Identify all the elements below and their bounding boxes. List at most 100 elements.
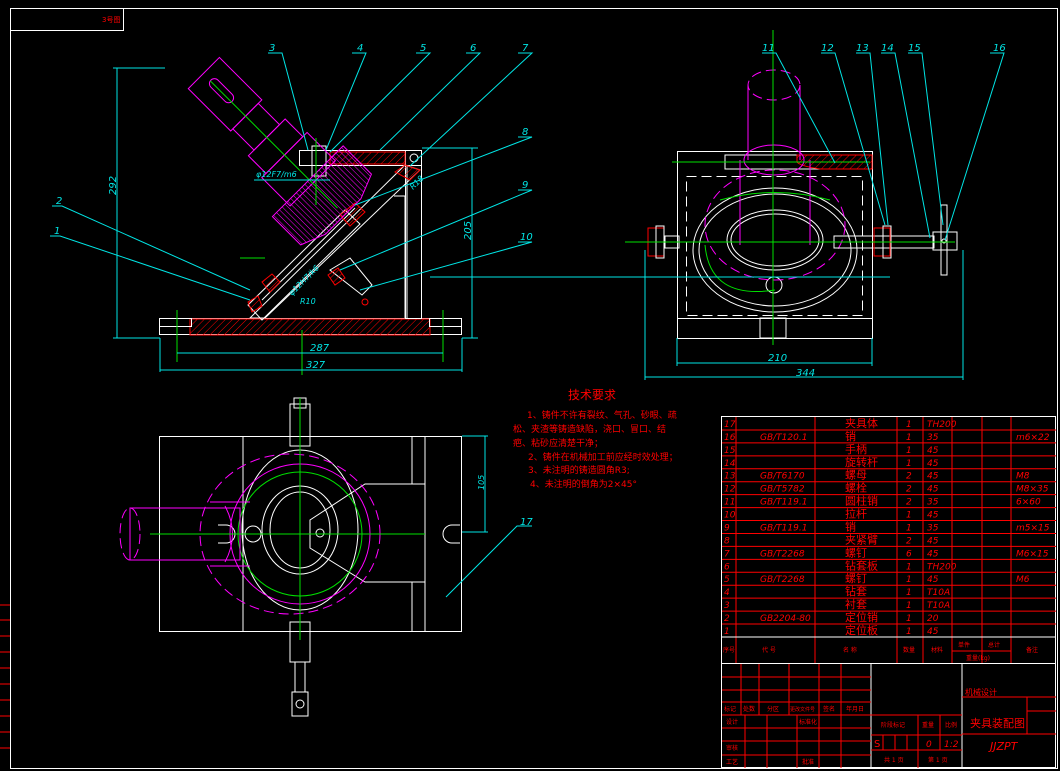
bom-cell-material: 20 [927,614,939,624]
bom-cell-name: 螺母 [845,469,867,482]
bom-cell-name: 螺钉 [845,572,867,585]
bom-cell-code: GB/T2268 [760,549,805,559]
bom-cell-name: 手柄 [845,442,867,456]
bom-cell-no: 10 [724,511,736,521]
total-pages: 共 1 页 [884,756,904,764]
bom-cell-qty: 2 [906,498,912,508]
bom-cell-name: 销 [845,429,856,443]
bom-cell-name: 钻套 [845,584,867,598]
bom-cell-material: T10A [927,588,950,598]
bom-header-total: 总计 [988,641,1000,649]
bom-cell-name: 螺钉 [845,546,867,559]
bom-cell-name: 销 [845,519,856,533]
balloon-16: 16 [993,43,1006,54]
weight-value: 0 [926,740,932,750]
page-number: 第 1 页 [928,756,948,764]
tech-req-line: 1、铸件不许有裂纹、气孔、砂眼、疏 [527,409,677,421]
bom-cell-qty: 1 [906,523,912,533]
bom-cell-name: 螺栓 [845,481,867,495]
label-weight: 重量 [922,721,934,729]
balloon-10: 10 [520,232,533,243]
bom-header-unit: 单件 [958,641,970,649]
side-view-dimensions: 210 344 [644,250,964,380]
label-standardize: 标准化 [799,718,817,726]
rev-header-doc: 更改文件号 [790,706,815,713]
bom-cell-no: 6 [724,562,730,572]
bom-cell-note: M8×35 [1016,485,1049,495]
bom-cell-no: 16 [724,433,736,443]
bom-cell-qty: 1 [906,511,912,521]
role-review: 审核 [726,744,738,752]
bom-cell-material: 45 [927,446,939,456]
bom-cell-code: GB/T2268 [760,575,805,585]
bom-cell-no: 14 [724,459,736,469]
balloon-8: 8 [522,127,528,138]
title-block: 标记 处数 分区 更改文件号 签名 年月日 设计 审核 工艺 标准化 批准 阶段… [721,663,1056,768]
bom-header-no: 序号 [723,646,735,654]
bom-cell-no: 2 [724,614,730,624]
technical-requirements: 技术要求 1、铸件不许有裂纹、气孔、砂眼、疏 松、夹渣等铸造缺陷，浇口、冒口、结… [513,388,678,490]
balloon-7: 7 [522,43,529,54]
fit-label-2: φ12H7/k6 [287,263,321,297]
tech-req-line: 4、未注明的倒角为2×45° [530,478,637,490]
balloon-1: 1 [54,226,60,237]
side-view [430,30,958,345]
bom-cell-name: 夹紧臂 [845,533,878,546]
rev-header-zone: 分区 [767,705,779,713]
bom-cell-note: m5×15 [1016,523,1050,533]
bom-cell-no: 17 [724,420,736,430]
scale-value: 1:2 [944,740,959,750]
bom-cell-no: 1 [724,627,730,637]
bom-cell-no: 11 [724,498,735,508]
bom-cell-material: 45 [927,627,939,637]
bom-cell-no: 5 [724,575,730,585]
front-view [159,56,462,375]
bom-cell-no: 7 [724,549,730,559]
bom-cell-material: T10A [927,601,950,611]
rev-header-count: 处数 [743,705,755,713]
part-balloons-side: 11 12 13 14 15 16 [762,43,1006,241]
bom-cell-note: 6×60 [1016,498,1041,508]
rev-header-mark: 标记 [724,705,736,713]
balloon-14: 14 [881,43,894,54]
bom-cell-material: 35 [927,523,939,533]
dim-205: 205 [463,221,474,240]
balloon-17: 17 [520,517,533,528]
bom-cell-note: M6 [1016,575,1030,585]
bom-cell-no: 13 [724,472,736,482]
balloon-13: 13 [856,43,869,54]
bom-header-note: 备注 [1026,646,1038,654]
bom-cell-material: 45 [927,575,939,585]
dim-105: 105 [477,475,486,490]
sheet-corner-label: 3号图 [102,16,120,24]
bom-cell-qty: 1 [906,627,912,637]
bom-cell-qty: 6 [906,549,912,559]
bom-cell-qty: 1 [906,459,912,469]
bom-cell-qty: 1 [906,433,912,443]
bom-cell-code: GB/T119.1 [760,498,807,508]
bom-cell-qty: 1 [906,446,912,456]
bom-cell-no: 3 [724,601,730,611]
bom-cell-code: GB/T119.1 [760,523,807,533]
rev-header-date: 年月日 [846,705,864,713]
bom-cell-name: 钻套板 [845,558,878,572]
dim-287: 287 [310,343,330,354]
tech-req-line: 3、未注明的铸造圆角R3; [528,464,630,476]
bom-cell-material: 45 [927,472,939,482]
bom-cell-qty: 1 [906,614,912,624]
bom-cell-code: GB/T120.1 [760,433,807,443]
bom-cell-qty: 1 [906,601,912,611]
